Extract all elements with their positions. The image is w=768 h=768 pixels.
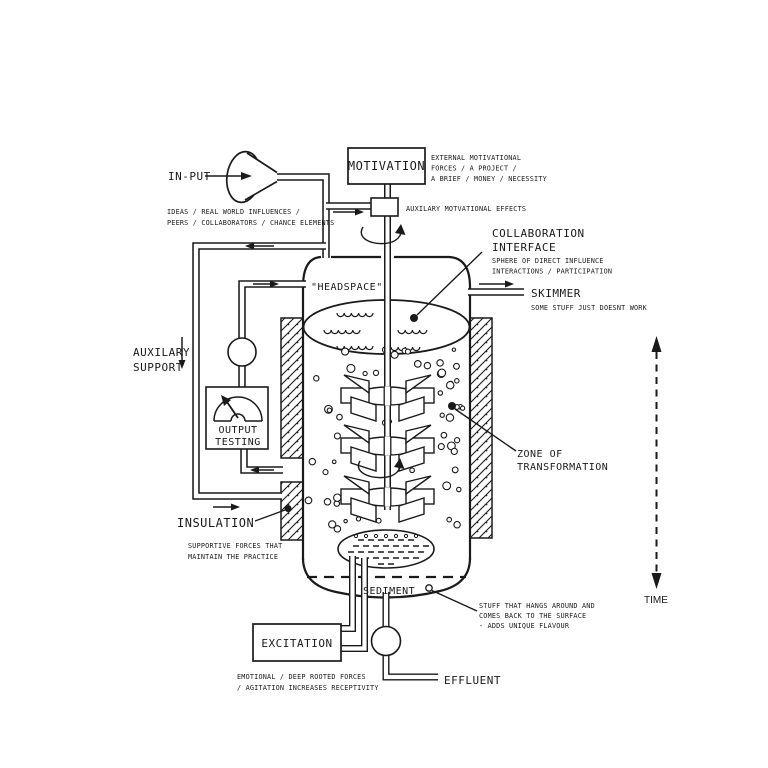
sediment-note-line3: - ADDS UNIQUE FLAVOUR	[479, 622, 570, 630]
insulation-right	[469, 317, 493, 539]
flow-arrows	[178, 172, 514, 511]
aux-support-arrow	[178, 337, 186, 369]
collaboration-note-line2: INTERACTIONS / PARTICIPATION	[492, 268, 612, 276]
insulation-note-line2: MAINTAIN THE PRACTICE	[188, 553, 278, 561]
aux-support-label-line2: SUPPORT	[133, 361, 183, 374]
time-arrow-up	[651, 336, 662, 352]
skimmer-label: SKIMMER	[531, 287, 581, 300]
output-testing-label-line1: OUTPUT	[218, 425, 257, 436]
sediment-note-line1: STUFF THAT HANGS AROUND AND	[479, 602, 595, 610]
bubbles	[304, 345, 466, 533]
coupling-flow-arrow	[333, 208, 364, 216]
output-testing-label-line2: TESTING	[215, 437, 261, 448]
support-pump	[227, 337, 257, 367]
loop-in-arrow	[253, 280, 279, 288]
collaboration-label-line2: INTERFACE	[492, 241, 556, 254]
excitation-label: EXCITATION	[261, 637, 332, 650]
skimmer-note: SOME STUFF JUST DOESNT WORK	[531, 304, 648, 312]
time-arrow-down	[651, 573, 662, 589]
loop-out-arrow	[245, 242, 274, 250]
zone-callout	[448, 402, 517, 452]
output-testing-meter	[205, 386, 269, 450]
excitation-note-line1: EMOTIONAL / DEEP ROOTED FORCES	[237, 673, 366, 681]
input-arrow	[205, 172, 252, 180]
effluent-pump	[370, 625, 402, 657]
rotation-arrow-shaft	[360, 224, 406, 245]
zone-label-line1: ZONE OF	[517, 449, 563, 460]
insulation-label: INSULATION	[177, 516, 254, 530]
motivation-label: MOTIVATION	[348, 159, 425, 173]
rotation-arrow-tank	[357, 458, 405, 479]
time-axis	[651, 336, 662, 589]
gauge-needle	[226, 401, 239, 419]
excitation-note-line2: / AGITATION INCREASES RECEPTIVITY	[237, 684, 379, 692]
insulation-callout	[254, 505, 292, 522]
excitation-box	[252, 623, 342, 662]
coupling-box	[370, 197, 399, 217]
time-label: TIME	[644, 595, 668, 606]
tank-outlet-arrow	[250, 466, 274, 474]
collaboration-callout	[410, 251, 483, 322]
sediment-label: SEDIMENT	[363, 586, 415, 597]
aux-support-label-line1: AUXILARY	[133, 346, 190, 359]
collaboration-label-line1: COLLABORATION	[492, 227, 585, 240]
motivation-note-line2: FORCES / A PROJECT /	[431, 165, 517, 173]
motivation-box	[347, 147, 426, 185]
input-label: IN-PUT	[168, 170, 211, 183]
surface-waves	[323, 312, 428, 352]
headspace-label: "HEADSPACE"	[311, 282, 383, 293]
sediment-callout	[425, 584, 478, 612]
insulation-left-upper	[280, 317, 304, 459]
zone-label-line2: TRANSFORMATION	[517, 462, 608, 473]
aux-motivational-note: AUXILARY MOTVATIONAL EFFECTS	[406, 205, 526, 213]
sediment-note-line2: COMES BACK TO THE SURFACE	[479, 612, 586, 620]
callouts	[254, 251, 517, 612]
support-feed-arrow	[213, 503, 240, 511]
effluent-label: EFFLUENT	[444, 674, 501, 687]
input-note-line2: PEERS / COLLABORATORS / CHANCE ELEMENTS	[167, 219, 334, 227]
input-funnel	[225, 150, 278, 204]
input-note-line1: IDEAS / REAL WORLD INFLUENCES /	[167, 208, 300, 216]
motivation-note-line3: A BRIEF / MONEY / NECESSITY	[431, 175, 547, 183]
collaboration-note-line1: SPHERE OF DIRECT INFLUENCE	[492, 257, 604, 265]
skimmer-flow-arrow	[479, 280, 514, 288]
motivation-note-line1: EXTERNAL MOTIVATIONAL	[431, 154, 521, 162]
insulation-note-line1: SUPPORTIVE FORCES THAT	[188, 542, 282, 550]
